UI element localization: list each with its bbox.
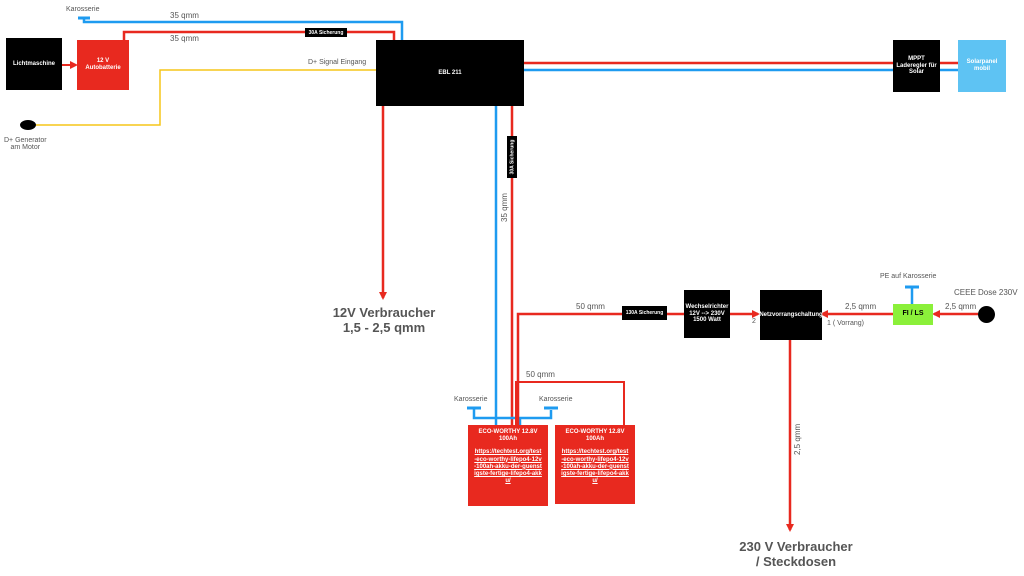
fils-label: FI / LS [902,310,924,318]
input-2-label: 2 [752,318,756,325]
d-plus-signal-label: D+ Signal Eingang [308,59,367,66]
fuse-vertical-label: 30A Sicherung [509,139,516,175]
fils-box: FI / LS [893,304,933,325]
autobatterie-box: 12 V Autobatterie [77,40,129,90]
lichtmaschine-box: Lichtmaschine [6,38,62,90]
fuse-top-label: 30A Sicherung [308,29,344,36]
d-plus-generator-terminal [20,120,36,130]
fuse-inverter: 130A Sicherung [622,306,667,320]
d-plus-generator-label: D+ Generator am Motor [4,137,47,151]
d-plus-signal-wire [28,69,378,126]
mppt-box: MPPT Laderegler für Solar [893,40,940,92]
verbraucher-12v-label: 12V Verbraucher 1,5 - 2,5 qmm [332,305,436,335]
solarpanel-box: Solarpanel mobil [958,40,1006,92]
autobatterie-label: 12 V Autobatterie [85,58,121,71]
qmm35-vertical-label: 35 qmm [500,193,509,222]
verbraucher-230v-label: 230 V Verbraucher / Steckdosen [739,539,853,569]
ceee-label: CEEE Dose 230V [954,288,1018,297]
qmm25-b-label: 2,5 qmm [945,302,977,311]
fuse-vertical: 30A Sicherung [507,136,517,178]
solarpanel-label: Solarpanel mobil [966,59,998,72]
battery-2: ECO-WORTHY 12.8V 100Ah https://techtest.… [555,425,635,504]
netzvorrang-box: Netzvorrangschaltung [759,290,823,340]
lichtmaschine-label: Lichtmaschine [12,60,55,67]
ceee-socket [978,306,995,323]
battery-2-title: ECO-WORTHY 12.8V 100Ah [565,429,625,443]
pe-karosserie-label: PE auf Karosserie [880,273,937,280]
top-negative-wire [82,19,404,40]
karosserie-top-label: Karosserie [66,6,100,13]
qmm35-top2-label: 35 qmm [170,34,199,43]
karosserie-b1-label: Karosserie [454,396,488,403]
mppt-label: MPPT Laderegler für Solar [896,55,937,76]
ebl-label: EBL 211 [438,69,462,76]
qmm50-a-label: 50 qmm [576,302,605,311]
battery-1-title: ECO-WORTHY 12.8V 100Ah [478,429,538,443]
karosserie-b2-label: Karosserie [539,396,573,403]
wechselrichter-label: Wechselrichter 12V --> 230V 1500 Watt [685,303,729,324]
battery-bridge-positive [515,381,625,425]
input-1-label: 1 ( Vorrang) [827,320,864,327]
battery-1-link[interactable]: https://techtest.org/test-eco-worthy-lif… [474,449,542,485]
top-positive-wire [122,30,396,40]
fuse-top: 30A Sicherung [305,28,347,37]
qmm25-vertical-label: 2,5 qmm [793,423,802,455]
battery-1: ECO-WORTHY 12.8V 100Ah https://techtest.… [468,425,548,506]
battery-2-link[interactable]: https://techtest.org/test-eco-worthy-lif… [561,449,629,485]
qmm50-b-label: 50 qmm [526,370,555,379]
fuse-inverter-label: 130A Sicherung [625,310,664,316]
netzvorrang-label: Netzvorrangschaltung [759,311,823,318]
qmm35-top1-label: 35 qmm [170,11,199,20]
qmm25-a-label: 2,5 qmm [845,302,877,311]
ebl-box: EBL 211 [376,40,524,106]
wechselrichter-box: Wechselrichter 12V --> 230V 1500 Watt [684,290,730,338]
